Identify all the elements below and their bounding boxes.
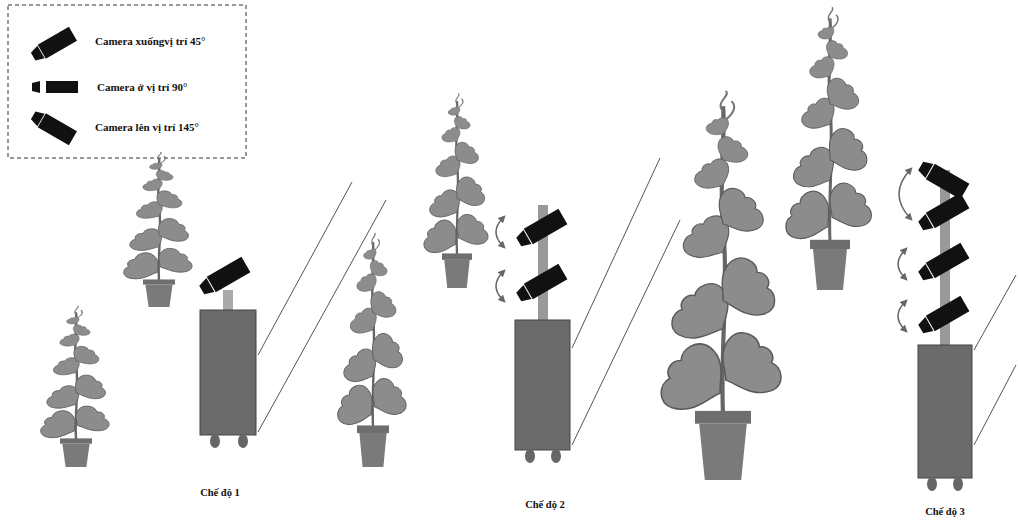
camera-145-icon: [29, 108, 77, 145]
legend-box: [8, 5, 246, 158]
robot-mode-2: [496, 205, 570, 463]
plants: [35, 7, 879, 480]
legend-text: Camera lên vị trí 145°: [95, 121, 199, 133]
legend-text: Camera xuốngvị trí 45°: [95, 35, 205, 47]
camera-45-icon: [29, 27, 77, 64]
mode-label: Chế độ 1: [200, 487, 240, 498]
legend-text: Camera ở vị trí 90°: [97, 81, 188, 93]
robot-mode-3: [898, 158, 972, 491]
mode-label: Chế độ 3: [925, 506, 965, 517]
camera-90-icon: [32, 81, 78, 93]
mode-label: Chế độ 2: [525, 499, 565, 510]
robot-mode-1: [197, 257, 256, 448]
